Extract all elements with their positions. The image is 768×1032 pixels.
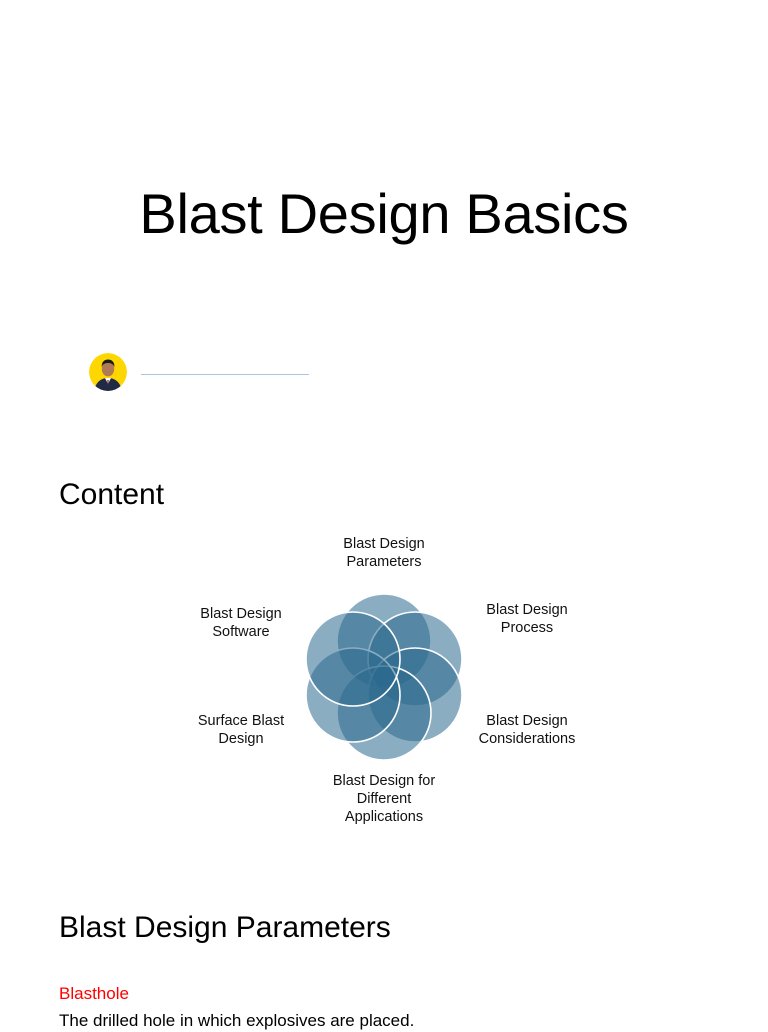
content-item-process[interactable]: Blast Design Process: [486, 602, 568, 636]
cycle-circle-software: [305, 611, 401, 707]
term-definition: The drilled hole in which explosives are…: [59, 1011, 415, 1030]
content-item-surface[interactable]: Surface Blast Design: [197, 713, 285, 747]
document-title: Blast Design Basics: [139, 182, 629, 245]
author-name-underline: [141, 374, 309, 375]
content-heading: Content: [59, 478, 165, 511]
content-item-considerations[interactable]: Blast Design Considerations: [478, 713, 576, 747]
content-item-software[interactable]: Blast Design Software: [200, 606, 282, 640]
person-avatar-icon[interactable]: [89, 353, 127, 391]
term-blasthole: Blasthole: [59, 984, 129, 1003]
avatar-graphic: [89, 353, 127, 391]
content-item-parameters[interactable]: Blast Design Parameters: [343, 536, 425, 570]
content-item-applications[interactable]: Blast Design for Different Applications: [332, 773, 436, 825]
parameters-heading: Blast Design Parameters: [59, 911, 391, 944]
content-cycle-diagram: [305, 593, 463, 761]
